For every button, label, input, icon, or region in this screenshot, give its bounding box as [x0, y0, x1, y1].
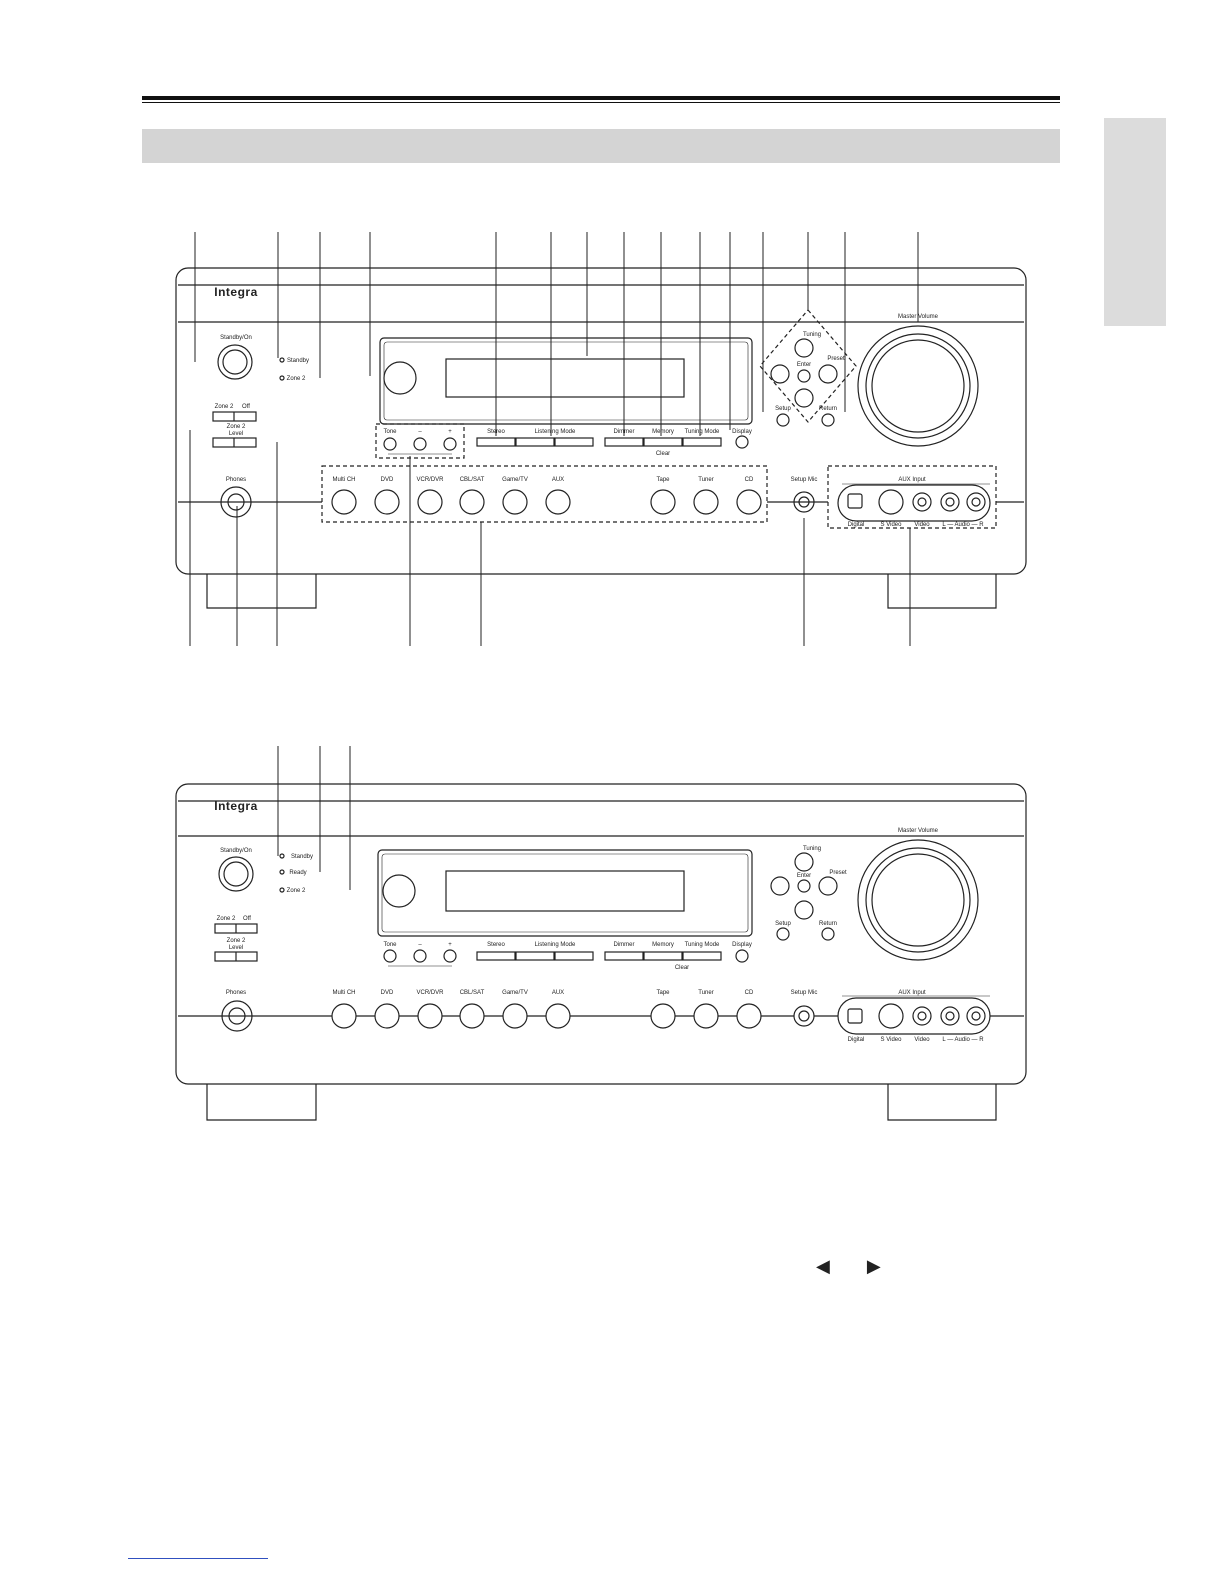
zone2-level-label: Zone 2	[227, 424, 246, 430]
s-video-label: S Video	[881, 522, 903, 528]
source-label-aux: AUX	[552, 477, 564, 483]
source-label-cd-2: CD	[745, 990, 754, 996]
source-label-tuner-2: Tuner	[698, 990, 713, 996]
dimmer-label-2: Dimmer	[614, 942, 635, 948]
return-label: Return	[819, 406, 837, 412]
level-label: Level	[229, 431, 243, 437]
memory-label: Memory	[652, 429, 674, 435]
video-label: Video	[914, 522, 930, 528]
source-label-game-tv-2: Game/TV	[502, 990, 528, 996]
display-label-2: Display	[732, 942, 752, 948]
source-label-tape: Tape	[656, 477, 670, 483]
digital-label: Digital	[848, 522, 865, 528]
source-label-multi-ch-2: Multi CH	[332, 990, 355, 996]
source-label-cd: CD	[745, 477, 754, 483]
front-panel-1	[175, 232, 1027, 646]
stereo-label: Stereo	[487, 429, 505, 435]
source-label-cbl-sat-2: CBL/SAT	[460, 990, 485, 996]
tuning-mode-label: Tuning Mode	[685, 429, 720, 435]
zone2-button-label-2: Zone 2	[217, 916, 236, 922]
enter-label-2: Enter	[797, 873, 811, 879]
setup-label-2: Setup	[775, 921, 791, 927]
listening-mode-label: Listening Mode	[535, 429, 576, 435]
front-panel-2	[175, 746, 1027, 1121]
zone2-button-label: Zone 2	[215, 404, 234, 410]
master-volume-label: Master Volume	[898, 314, 939, 320]
source-label-aux-2: AUX	[552, 990, 564, 996]
source-label-game-tv: Game/TV	[502, 477, 528, 483]
ready-label-2: Ready	[289, 870, 306, 876]
audio-lr-label-2: L — Audio — R	[942, 1037, 984, 1043]
preset-label-2: Preset	[829, 870, 847, 876]
preset-label: Preset	[827, 356, 845, 362]
zone2-indicator-label: Zone 2	[287, 376, 306, 382]
tuning-mode-label-2: Tuning Mode	[685, 942, 720, 948]
plus-label-2: +	[448, 942, 452, 948]
left-right-arrows: ◀ ▶	[816, 1256, 897, 1276]
phones-label-2: Phones	[226, 990, 246, 996]
phones-label: Phones	[226, 477, 246, 483]
clear-label: Clear	[656, 451, 670, 457]
standby-label-2: Standby	[291, 854, 313, 860]
section-heading-bar	[142, 129, 1060, 163]
source-label-tape-2: Tape	[656, 990, 670, 996]
setup-label: Setup	[775, 406, 791, 412]
source-label-multi-ch: Multi CH	[332, 477, 355, 483]
standby-on-label-2: Standby/On	[220, 848, 252, 854]
chapter-side-tab	[1104, 118, 1166, 326]
tone-label-2: Tone	[383, 942, 397, 948]
source-label-vcr-dvr: VCR/DVR	[416, 477, 444, 483]
off-button-label-2: Off	[243, 916, 251, 922]
source-label-vcr-dvr-2: VCR/DVR	[416, 990, 444, 996]
brand-logo: Integra	[214, 285, 258, 299]
footnote-rule	[128, 1558, 268, 1559]
source-label-dvd-2: DVD	[381, 990, 394, 996]
zone2-level-label-2: Zone 2	[227, 938, 246, 944]
source-label-dvd: DVD	[381, 477, 394, 483]
plus-label: +	[448, 429, 452, 435]
setup-mic-label: Setup Mic	[791, 477, 818, 483]
dimmer-label: Dimmer	[614, 429, 635, 435]
tuning-label-2: Tuning	[803, 846, 821, 852]
standby-label: Standby	[287, 358, 309, 364]
stereo-label-2: Stereo	[487, 942, 505, 948]
header-rule-thin	[142, 102, 1060, 103]
standby-on-label: Standby/On	[220, 335, 252, 341]
memory-label-2: Memory	[652, 942, 674, 948]
header-rule-thick	[142, 96, 1060, 100]
minus-label-2: –	[418, 942, 422, 948]
source-label-cbl-sat: CBL/SAT	[460, 477, 485, 483]
off-button-label: Off	[242, 404, 250, 410]
brand-logo-2: Integra	[214, 799, 258, 813]
tone-label: Tone	[383, 429, 397, 435]
level-label-2: Level	[229, 945, 243, 951]
tuning-label: Tuning	[803, 332, 821, 338]
minus-label: –	[418, 429, 422, 435]
zone2-indicator-label-2: Zone 2	[287, 888, 306, 894]
master-volume-label-2: Master Volume	[898, 828, 939, 834]
aux-input-label-2: AUX Input	[898, 990, 926, 996]
s-video-label-2: S Video	[881, 1037, 903, 1043]
digital-label-2: Digital	[848, 1037, 865, 1043]
video-label-2: Video	[914, 1037, 930, 1043]
display-label: Display	[732, 429, 752, 435]
source-label-tuner: Tuner	[698, 477, 713, 483]
setup-mic-label-2: Setup Mic	[791, 990, 818, 996]
enter-label: Enter	[797, 362, 811, 368]
audio-lr-label: L — Audio — R	[942, 522, 984, 528]
listening-mode-label-2: Listening Mode	[535, 942, 576, 948]
return-label-2: Return	[819, 921, 837, 927]
aux-input-label: AUX Input	[898, 477, 926, 483]
clear-label-2: Clear	[675, 965, 689, 971]
